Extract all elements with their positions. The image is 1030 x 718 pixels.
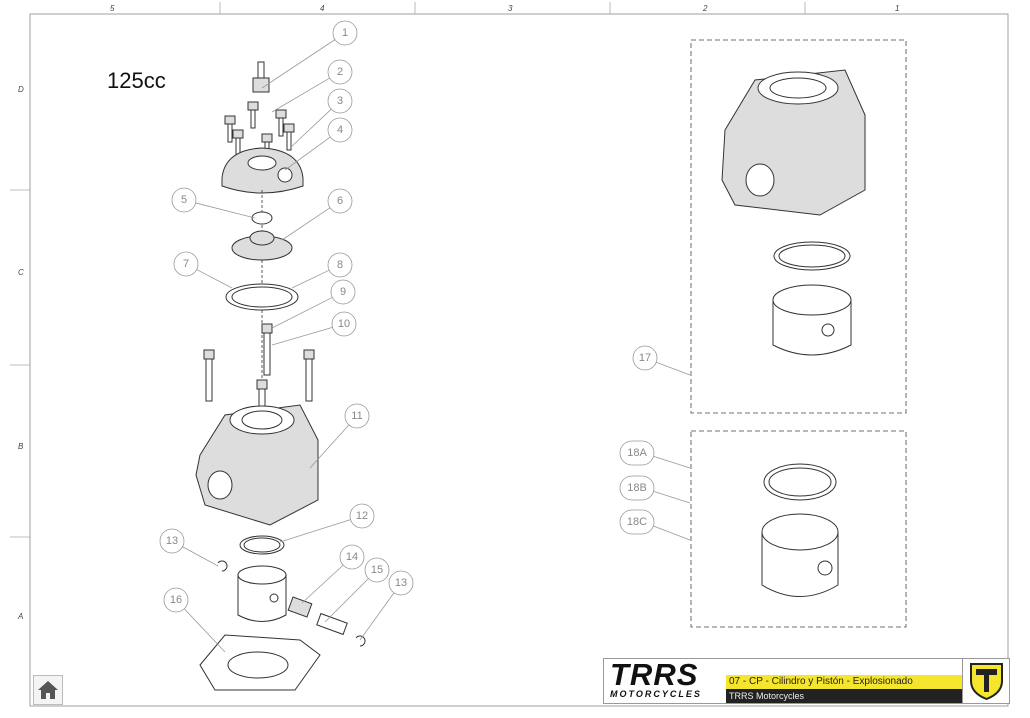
callout-7: 7 xyxy=(173,251,233,289)
logo-brand: TRRS xyxy=(610,657,699,692)
circlip-left xyxy=(217,560,228,572)
zone-row-label: B xyxy=(18,442,24,451)
callout-label: 18A xyxy=(627,447,647,459)
callout-18B: 18B xyxy=(619,475,691,504)
home-icon xyxy=(38,681,58,699)
head-gasket xyxy=(225,283,299,311)
circlip-right xyxy=(355,635,366,647)
callout-8: 8 xyxy=(291,252,353,289)
drawing-frame xyxy=(29,13,1009,707)
head-bolts xyxy=(224,101,295,161)
kit-17-box xyxy=(690,39,907,414)
piston-ring xyxy=(239,535,285,555)
callout-label: 4 xyxy=(337,124,343,136)
callout-label: 13 xyxy=(166,535,178,547)
callout-18C: 18C xyxy=(619,509,691,541)
kit-17-cylinder xyxy=(721,69,866,216)
kit-18-piston xyxy=(761,513,839,597)
callout-13: 13 xyxy=(359,570,414,641)
piston-pin xyxy=(316,612,348,636)
callout-5: 5 xyxy=(171,187,256,219)
home-button[interactable] xyxy=(33,675,63,705)
needle-bearing xyxy=(287,596,313,618)
callout-label: 13 xyxy=(395,577,407,589)
callout-label: 5 xyxy=(181,194,187,206)
trrs-logo: TRRS MOTORCYCLES xyxy=(604,657,724,703)
callout-label: 3 xyxy=(337,95,343,107)
callout-label: 8 xyxy=(337,259,343,271)
callout-3: 3 xyxy=(289,88,353,149)
callout-label: 7 xyxy=(183,258,189,270)
callout-label: 18C xyxy=(627,516,647,528)
callout-15: 15 xyxy=(324,557,390,623)
callout-9: 9 xyxy=(271,279,356,329)
callout-12: 12 xyxy=(279,503,375,543)
zone-column-label: 1 xyxy=(895,4,899,13)
zone-ticks xyxy=(10,2,806,538)
cylinder xyxy=(195,404,319,526)
drawing-name: 07 - CP - Cilindro y Pistón - Explosiona… xyxy=(726,675,962,689)
zone-column-label: 2 xyxy=(702,4,708,13)
zone-column-label: 4 xyxy=(320,4,325,13)
displacement-title: 125cc xyxy=(107,68,166,93)
callout-18A: 18A xyxy=(619,440,691,469)
callout-6: 6 xyxy=(281,188,353,241)
callout-label: 17 xyxy=(639,352,651,364)
callout-1: 1 xyxy=(261,20,358,89)
kit-17-ring xyxy=(773,241,851,271)
zone-column-label: 5 xyxy=(110,4,115,13)
callout-13: 13 xyxy=(159,528,219,567)
callout-label: 14 xyxy=(346,551,358,563)
callout-label: 2 xyxy=(337,66,343,78)
o-ring xyxy=(251,211,273,225)
trrs-shield-icon xyxy=(962,659,1010,703)
callout-label: 9 xyxy=(340,286,346,298)
callout-label: 6 xyxy=(337,195,343,207)
callout-label: 1 xyxy=(342,27,348,39)
kit-18-box xyxy=(690,430,907,628)
callout-label: 12 xyxy=(356,510,368,522)
base-gasket xyxy=(199,634,321,691)
company-name: TRRS Motorcycles xyxy=(726,689,962,703)
kit-18-ring xyxy=(763,463,837,501)
callout-label: 16 xyxy=(170,594,182,606)
zone-row-label: C xyxy=(18,268,24,277)
callout-10: 10 xyxy=(271,311,357,346)
callout-17: 17 xyxy=(632,345,691,376)
zone-row-label: D xyxy=(18,85,24,94)
cylinder-head xyxy=(221,147,304,194)
callout-label: 15 xyxy=(371,564,383,576)
title-block: TRRS MOTORCYCLES 07 - CP - Cilindro y Pi… xyxy=(603,657,1010,704)
callout-14: 14 xyxy=(301,544,365,604)
zone-column-label: 3 xyxy=(508,4,513,13)
callout-label: 11 xyxy=(351,410,362,422)
spark-plug xyxy=(252,61,270,93)
callout-4: 4 xyxy=(284,117,353,171)
callout-label: 18B xyxy=(627,482,647,494)
callout-16: 16 xyxy=(163,587,226,653)
combustion-insert xyxy=(231,230,293,261)
callout-label: 10 xyxy=(338,318,350,330)
zone-row-label: A xyxy=(17,612,23,621)
kit-17-piston xyxy=(772,284,852,356)
logo-sub: MOTORCYCLES xyxy=(610,689,702,699)
callout-2: 2 xyxy=(271,59,353,113)
piston xyxy=(237,565,287,622)
callout-11: 11 xyxy=(309,403,370,469)
